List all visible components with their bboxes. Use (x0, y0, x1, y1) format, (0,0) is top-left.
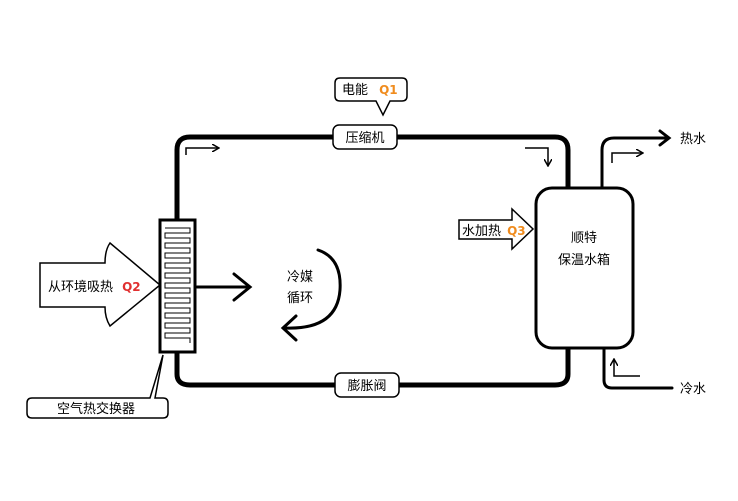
hot-water-outlet (600, 129, 672, 190)
refrigerant-loop (174, 134, 571, 388)
tank-label-2: 保温水箱 (558, 252, 610, 268)
q2-label: Q2 (122, 280, 141, 294)
cold-water-label: 冷水 (680, 382, 706, 397)
water-heating-label: 水加热 (462, 224, 501, 239)
cold-water-flow-arrow (614, 360, 640, 377)
svg-text:电能 Q1: 电能 Q1 (342, 79, 398, 98)
water-heating-arrow: 水加热 Q3 (458, 207, 535, 251)
air-heat-exchanger-label: 空气热交换器 (57, 401, 135, 417)
tank-label-1: 顺特 (571, 231, 597, 246)
flow-arrow-top-left (185, 148, 218, 155)
expansion-valve-label: 膨胀阀 (347, 379, 386, 394)
electric-energy-callout: 电能 Q1 (334, 77, 408, 117)
flow-arrow-top-right (525, 147, 548, 165)
svg-text:水加热 Q3: 水加热 Q3 (462, 220, 526, 239)
water-tank: 顺特 保温水箱 (534, 186, 635, 350)
compressor-label: 压缩机 (345, 130, 384, 146)
electric-energy-label: 电能 (342, 83, 368, 98)
hot-water-label: 热水 (680, 132, 706, 147)
refrigerant-cycle-label-1: 冷媒 (287, 270, 313, 285)
exchanger-output-arrow (195, 272, 253, 302)
ambient-heat-arrow: 从环境吸热 Q2 (39, 241, 162, 328)
refrigerant-cycle-arrow (280, 248, 342, 342)
hot-water-flow-arrow (611, 153, 642, 163)
q1-label: Q1 (379, 83, 398, 97)
q3-label: Q3 (507, 224, 526, 238)
svg-text:从环境吸热 Q2: 从环境吸热 Q2 (48, 276, 141, 295)
air-heat-exchanger (158, 218, 197, 354)
refrigerant-cycle-label-2: 循环 (287, 291, 313, 306)
expansion-valve: 膨胀阀 (334, 372, 400, 398)
cold-water-inlet (602, 346, 674, 390)
absorb-heat-label: 从环境吸热 (48, 280, 113, 295)
compressor: 压缩机 (332, 124, 398, 150)
air-heat-exchanger-callout: 空气热交换器 (26, 354, 169, 419)
